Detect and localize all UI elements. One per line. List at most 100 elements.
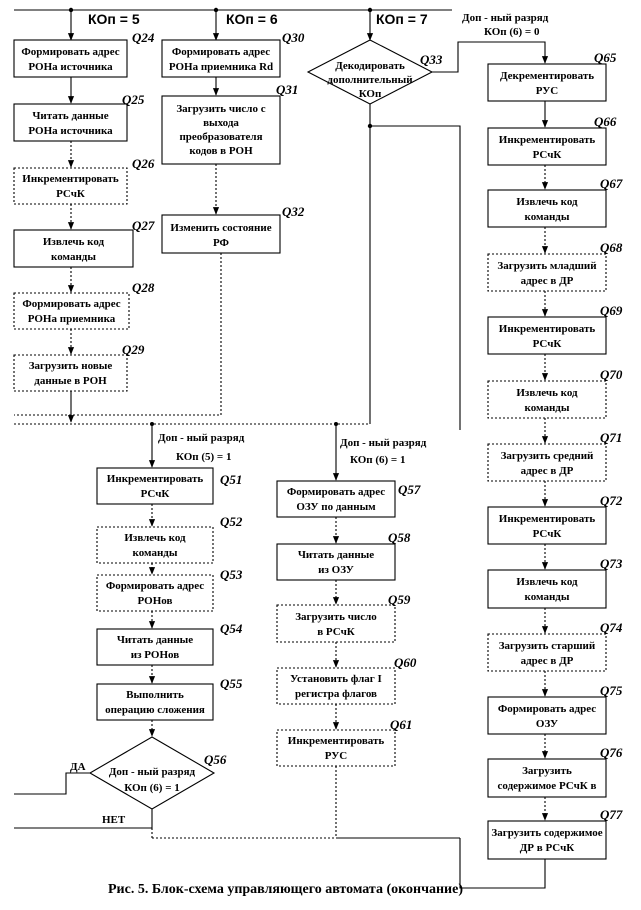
node-q56: Доп - ный разряд КОп (6) = 1 Q56: [88, 736, 227, 810]
node-q73: Извлечь код команды Q73: [487, 556, 623, 609]
svg-text:в РСчК: в РСчК: [317, 626, 355, 638]
svg-text:адрес в ДР: адрес в ДР: [521, 655, 574, 667]
node-q75: Формировать адрес ОЗУ Q75: [487, 683, 623, 735]
svg-text:Q31: Q31: [276, 82, 298, 97]
svg-text:РСчК: РСчК: [533, 338, 562, 350]
svg-text:Q65: Q65: [594, 50, 617, 65]
svg-text:Загрузить: Загрузить: [522, 765, 572, 777]
svg-text:РСчК: РСчК: [141, 488, 170, 500]
svg-text:Загрузить младший: Загрузить младший: [497, 260, 597, 272]
svg-text:из РОНов: из РОНов: [131, 649, 180, 661]
svg-text:Q74: Q74: [600, 620, 623, 635]
svg-text:Формировать адрес: Формировать адрес: [21, 46, 119, 58]
svg-text:Декрементировать: Декрементировать: [500, 70, 594, 82]
svg-text:Читать данные: Читать данные: [117, 634, 193, 646]
node-q76: Загрузить содержимое РСчК в Q76: [487, 745, 623, 798]
svg-text:адрес в ДР: адрес в ДР: [521, 275, 574, 287]
svg-text:ОЗУ: ОЗУ: [536, 718, 558, 730]
svg-text:Читать данные: Читать данные: [32, 110, 108, 122]
svg-text:Извлечь код: Извлечь код: [43, 236, 105, 248]
svg-text:Извлечь код: Извлечь код: [124, 532, 186, 544]
svg-text:Извлечь код: Извлечь код: [516, 387, 578, 399]
cond5-line2: КОп (5) = 1: [176, 451, 231, 463]
node-q67: Извлечь код команды Q67: [487, 176, 623, 228]
svg-text:Q76: Q76: [600, 745, 623, 760]
header-kop6: КОп = 6: [226, 11, 278, 27]
node-q65: Декрементировать РУС Q65: [487, 50, 617, 102]
svg-text:Инкрементировать: Инкрементировать: [22, 173, 119, 185]
svg-text:регистра флагов: регистра флагов: [295, 688, 377, 700]
svg-text:Инкрементировать: Инкрементировать: [499, 513, 596, 525]
node-q52: Извлечь код команды Q52: [96, 514, 243, 564]
svg-text:Q77: Q77: [600, 807, 623, 822]
svg-text:из ОЗУ: из ОЗУ: [318, 564, 354, 576]
svg-text:Q51: Q51: [220, 472, 242, 487]
svg-text:Q66: Q66: [594, 114, 617, 129]
node-q54: Читать данные из РОНов Q54: [96, 621, 243, 666]
node-q71: Загрузить средний адрес в ДР Q71: [487, 430, 622, 482]
svg-text:команды: команды: [51, 251, 96, 263]
svg-text:Q24: Q24: [132, 30, 155, 45]
svg-text:РУС: РУС: [325, 750, 348, 762]
svg-text:Извлечь код: Извлечь код: [516, 576, 578, 588]
node-q77: Загрузить содержимое ДР в РСчК Q77: [487, 807, 623, 860]
svg-text:Q58: Q58: [388, 530, 411, 545]
svg-text:адрес в ДР: адрес в ДР: [521, 465, 574, 477]
svg-text:Q54: Q54: [220, 621, 243, 636]
svg-text:Q67: Q67: [600, 176, 623, 191]
svg-text:ДР в РСчК: ДР в РСчК: [520, 842, 575, 854]
svg-text:операцию сложения: операцию сложения: [105, 704, 205, 716]
node-q59: Загрузить число в РСчК Q59: [276, 592, 411, 643]
node-q31: Загрузить число с выхода преобразователя…: [161, 82, 298, 165]
cond6-line2: КОп (6) = 1: [350, 454, 405, 466]
node-q58: Читать данные из ОЗУ Q58: [276, 530, 411, 581]
top-cond-line1: Доп - ный разряд: [462, 12, 549, 24]
svg-text:Загрузить средний: Загрузить средний: [501, 450, 594, 462]
svg-text:Q72: Q72: [600, 493, 623, 508]
svg-text:РОНа источника: РОНа источника: [28, 61, 113, 73]
svg-text:Q69: Q69: [600, 303, 623, 318]
svg-text:Q33: Q33: [420, 52, 443, 67]
node-q72: Инкрементировать РСчК Q72: [487, 493, 623, 545]
figure-caption: Рис. 5. Блок-схема управляющего автомата…: [108, 882, 463, 897]
node-q29: Загрузить новые данные в РОН Q29: [13, 342, 145, 392]
svg-text:РУС: РУС: [536, 85, 559, 97]
node-q28: Формировать адрес РОНа приемника Q28: [13, 280, 155, 330]
svg-text:Q29: Q29: [122, 342, 145, 357]
svg-text:РФ: РФ: [213, 237, 230, 249]
svg-text:Формировать адрес: Формировать адрес: [287, 486, 385, 498]
svg-text:содержимое РСчК в: содержимое РСчК в: [498, 780, 597, 792]
svg-text:Q75: Q75: [600, 683, 623, 698]
branch-yes: ДА: [70, 761, 86, 773]
svg-text:команды: команды: [525, 591, 570, 603]
svg-text:команды: команды: [525, 211, 570, 223]
svg-text:ОЗУ по данным: ОЗУ по данным: [296, 501, 376, 513]
svg-text:команды: команды: [525, 402, 570, 414]
svg-text:Q52: Q52: [220, 514, 243, 529]
top-cond-line2: КОп (6) = 0: [484, 26, 540, 38]
svg-text:Загрузить содержимое: Загрузить содержимое: [491, 827, 602, 839]
svg-text:команды: команды: [133, 547, 178, 559]
svg-text:РСчК: РСчК: [533, 149, 562, 161]
svg-text:Q28: Q28: [132, 280, 155, 295]
node-q55: Выполнить операцию сложения Q55: [96, 676, 243, 721]
svg-text:Формировать адрес: Формировать адрес: [106, 580, 204, 592]
svg-text:Q32: Q32: [282, 204, 305, 219]
svg-text:РОНов: РОНов: [138, 595, 173, 607]
svg-text:Q57: Q57: [398, 482, 421, 497]
svg-text:КОп (6) = 1: КОп (6) = 1: [124, 782, 179, 794]
svg-text:Извлечь код: Извлечь код: [516, 196, 578, 208]
node-q69: Инкрементировать РСчК Q69: [487, 303, 623, 355]
svg-text:Декодировать: Декодировать: [335, 60, 405, 72]
svg-text:Загрузить новые: Загрузить новые: [29, 360, 113, 372]
node-q24: Формировать адрес РОНа источника Q24: [13, 30, 155, 78]
svg-text:Изменить состояние: Изменить состояние: [170, 222, 271, 234]
node-q74: Загрузить старший адрес в ДР Q74: [487, 620, 623, 672]
node-q25: Читать данные РОНа источника Q25: [13, 92, 145, 142]
svg-text:Выполнить: Выполнить: [126, 689, 184, 701]
svg-text:Формировать адрес: Формировать адрес: [22, 298, 120, 310]
svg-text:РСчК: РСчК: [56, 188, 85, 200]
svg-text:Q55: Q55: [220, 676, 243, 691]
svg-text:РОНа приемника Rd: РОНа приемника Rd: [169, 61, 273, 73]
